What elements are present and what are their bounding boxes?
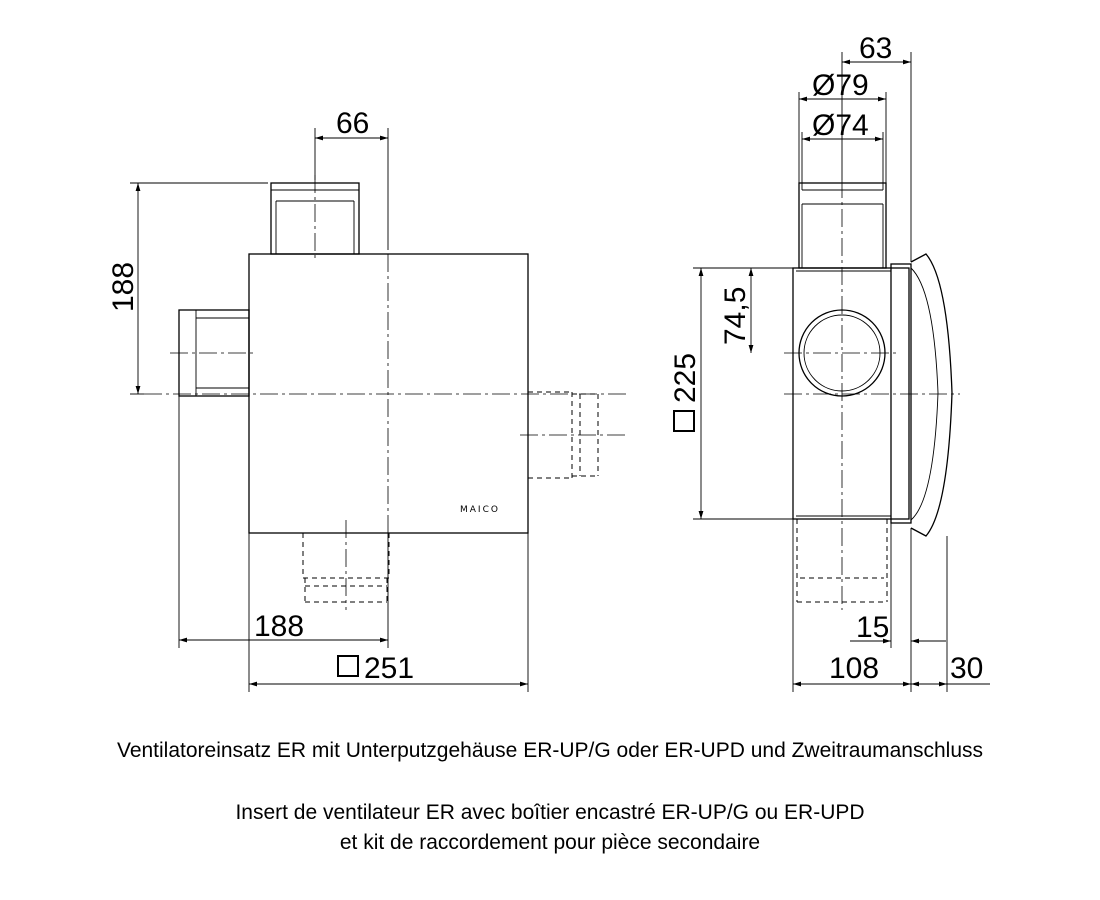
- side-flange: [890, 263, 912, 524]
- svg-text:251: 251: [364, 652, 414, 685]
- svg-text:63: 63: [859, 32, 892, 65]
- dim-225: 225: [669, 267, 793, 520]
- svg-text:Ø74: Ø74: [812, 109, 869, 142]
- svg-text:15: 15: [856, 611, 889, 644]
- front-view: MAICO 66 188 188 251: [107, 107, 628, 692]
- technical-drawing: MAICO 66 188 188 251: [107, 32, 990, 692]
- dim-188-horizontal: 188: [178, 396, 389, 648]
- dim-74-5: 74,5: [719, 267, 793, 353]
- dim-15: 15: [850, 523, 946, 648]
- svg-text:188: 188: [254, 610, 304, 643]
- svg-text:30: 30: [950, 652, 983, 685]
- svg-text:74,5: 74,5: [719, 287, 752, 345]
- caption-french-line-1: Insert de ventilateur ER avec boîtier en…: [235, 801, 865, 824]
- svg-text:108: 108: [829, 652, 879, 685]
- caption-german: Ventilatoreinsatz ER mit Unterputzgehäus…: [116, 739, 984, 762]
- dim-30: 30: [911, 536, 990, 692]
- dim-66: 66: [314, 107, 389, 250]
- svg-text:225: 225: [669, 353, 702, 403]
- caption-french-line-2: et kit de raccordement pour pièce second…: [339, 831, 761, 854]
- dim-dia-74: Ø74: [801, 109, 884, 190]
- side-view: 63 Ø79 Ø74 74,5 225: [669, 32, 990, 692]
- dim-188-vertical: 188: [107, 182, 268, 395]
- dim-108: 108: [792, 519, 912, 692]
- caption-french: Insert de ventilateur ER avec boîtier en…: [0, 798, 1100, 858]
- dim-63: 63: [841, 32, 912, 262]
- svg-text:66: 66: [336, 107, 369, 140]
- dim-dia-79: Ø79: [798, 69, 887, 183]
- dim-251: 251: [248, 478, 529, 692]
- svg-text:Ø79: Ø79: [812, 69, 869, 102]
- maico-logo: MAICO: [460, 505, 500, 515]
- side-top-pipe: [798, 182, 887, 269]
- svg-text:188: 188: [107, 262, 140, 312]
- front-housing: [248, 253, 529, 534]
- side-cover: [910, 253, 953, 537]
